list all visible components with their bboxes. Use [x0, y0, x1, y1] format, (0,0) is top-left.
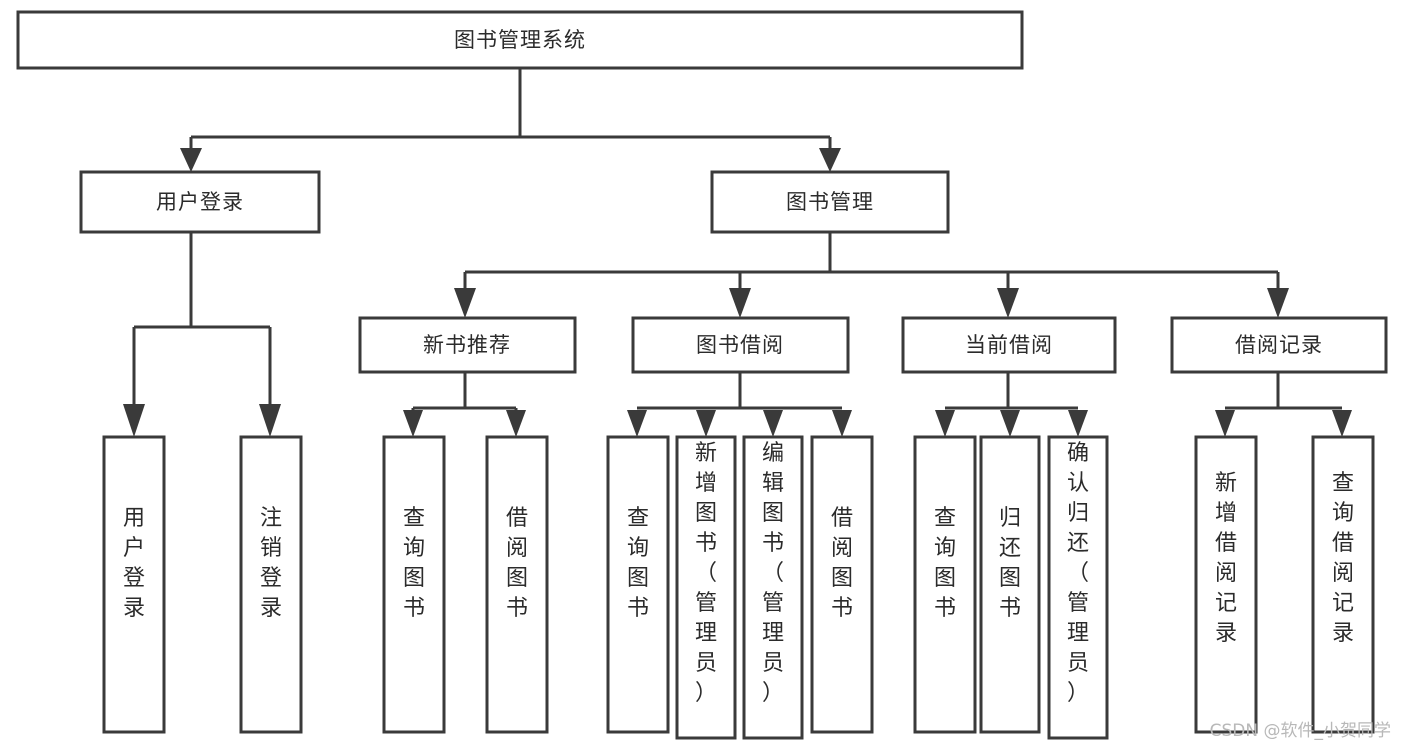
- leaf-recommend-query-book-box[interactable]: [382, 435, 446, 734]
- node-book-manage-label: 图书管理: [786, 190, 874, 214]
- leaf-record-add-label: 新增借阅记录: [1215, 471, 1237, 646]
- leaf-borrow-borrow-book-box[interactable]: [810, 435, 874, 734]
- arrowhead-record-leaf-1: [1215, 410, 1235, 437]
- leaf-logout[interactable]: 注销登录: [239, 435, 303, 734]
- arrowhead-recommend-leaf-1: [403, 410, 423, 437]
- leaf-record-query-box[interactable]: [1311, 435, 1375, 734]
- leaf-logout-label: 注销登录: [260, 506, 282, 621]
- arrowhead-leaf-user-login: [123, 404, 145, 437]
- arrowhead-current-leaf-1: [935, 410, 955, 437]
- node-book-borrow-box[interactable]: [631, 316, 850, 374]
- arrowhead-recommend-leaf-2: [506, 410, 526, 437]
- leaf-user-login[interactable]: 用户登录: [102, 435, 166, 734]
- arrowhead-book-manage: [819, 148, 841, 172]
- node-new-book-recommend-label: 新书推荐: [423, 333, 511, 357]
- leaf-logout-box[interactable]: [239, 435, 303, 734]
- leaf-record-query-label: 查询借阅记录: [1332, 471, 1354, 646]
- leaf-borrow-borrow-book[interactable]: 借阅图书: [810, 435, 874, 734]
- node-borrow-record[interactable]: 借阅记录: [1170, 316, 1388, 374]
- leaf-borrow-edit-book[interactable]: 编辑图书（管理员）: [742, 435, 804, 740]
- node-root-box[interactable]: [16, 10, 1024, 70]
- leaf-recommend-query-book-label: 查询图书: [403, 506, 425, 621]
- node-book-manage-box[interactable]: [710, 170, 950, 234]
- node-current-borrow-box[interactable]: [901, 316, 1117, 374]
- leaf-current-confirm-return-label: 确认归还（管理员）: [1067, 441, 1089, 706]
- arrowhead-borrow-leaf-2: [696, 410, 716, 437]
- csdn-watermark: CSDN @软件_小贺同学: [1209, 721, 1391, 741]
- leaf-current-confirm-return[interactable]: 确认归还（管理员）: [1047, 435, 1109, 740]
- leaf-user-login-box[interactable]: [102, 435, 166, 734]
- arrowhead-borrow-leaf-4: [832, 410, 852, 437]
- leaf-borrow-add-book-label: 新增图书（管理员）: [695, 441, 717, 706]
- leaf-record-query[interactable]: 查询借阅记录: [1311, 435, 1375, 734]
- node-current-borrow-label: 当前借阅: [965, 333, 1053, 357]
- leaf-current-return-book-label: 归还图书: [999, 506, 1021, 621]
- node-borrow-record-label: 借阅记录: [1235, 333, 1323, 357]
- arrowhead-current-leaf-3: [1068, 410, 1088, 437]
- node-current-borrow[interactable]: 当前借阅: [901, 316, 1117, 374]
- leaf-borrow-query-book-box[interactable]: [606, 435, 670, 734]
- node-user-login[interactable]: 用户登录: [79, 170, 321, 234]
- leaf-recommend-borrow-book-label: 借阅图书: [506, 506, 528, 621]
- leaf-borrow-query-book-label: 查询图书: [627, 506, 649, 621]
- leaf-current-return-book-box[interactable]: [979, 435, 1041, 734]
- node-new-book-recommend[interactable]: 新书推荐: [358, 316, 577, 374]
- arrowhead-borrow-record: [1267, 288, 1289, 318]
- arrowhead-current-leaf-2: [1000, 410, 1020, 437]
- leaf-borrow-add-book-box[interactable]: [675, 435, 737, 740]
- node-book-borrow-label: 图书借阅: [696, 333, 784, 357]
- leaf-current-return-book[interactable]: 归还图书: [979, 435, 1041, 734]
- leaf-recommend-query-book[interactable]: 查询图书: [382, 435, 446, 734]
- arrowhead-new-book-recommend: [454, 288, 476, 318]
- node-user-login-box[interactable]: [79, 170, 321, 234]
- leaf-record-add-box[interactable]: [1194, 435, 1258, 734]
- leaf-borrow-add-book[interactable]: 新增图书（管理员）: [675, 435, 737, 740]
- leaf-borrow-query-book[interactable]: 查询图书: [606, 435, 670, 734]
- leaf-borrow-edit-book-label: 编辑图书（管理员）: [762, 441, 784, 706]
- leaf-borrow-edit-book-box[interactable]: [742, 435, 804, 740]
- node-book-manage[interactable]: 图书管理: [710, 170, 950, 234]
- arrowhead-leaf-logout: [259, 404, 281, 437]
- arrowhead-user-login: [180, 148, 202, 172]
- leaf-current-query-book[interactable]: 查询图书: [913, 435, 977, 734]
- arrowhead-record-leaf-2: [1332, 410, 1352, 437]
- leaf-record-add[interactable]: 新增借阅记录: [1194, 435, 1258, 734]
- arrowhead-book-borrow: [729, 288, 751, 318]
- connector-layer: [123, 68, 1352, 437]
- arrowhead-current-borrow: [997, 288, 1019, 318]
- node-borrow-record-box[interactable]: [1170, 316, 1388, 374]
- arrowhead-borrow-leaf-3: [763, 410, 783, 437]
- leaf-user-login-label: 用户登录: [123, 506, 145, 621]
- leaf-recommend-borrow-book[interactable]: 借阅图书: [485, 435, 549, 734]
- node-root[interactable]: 图书管理系统: [16, 10, 1024, 70]
- node-root-label: 图书管理系统: [454, 28, 586, 52]
- leaf-current-query-book-box[interactable]: [913, 435, 977, 734]
- node-book-borrow[interactable]: 图书借阅: [631, 316, 850, 374]
- arrowhead-borrow-leaf-1: [627, 410, 647, 437]
- leaf-current-query-book-label: 查询图书: [934, 506, 956, 621]
- node-new-book-recommend-box[interactable]: [358, 316, 577, 374]
- leaf-recommend-borrow-book-box[interactable]: [485, 435, 549, 734]
- node-user-login-label: 用户登录: [156, 190, 244, 214]
- leaf-current-confirm-return-box[interactable]: [1047, 435, 1109, 740]
- leaf-borrow-borrow-book-label: 借阅图书: [831, 506, 853, 621]
